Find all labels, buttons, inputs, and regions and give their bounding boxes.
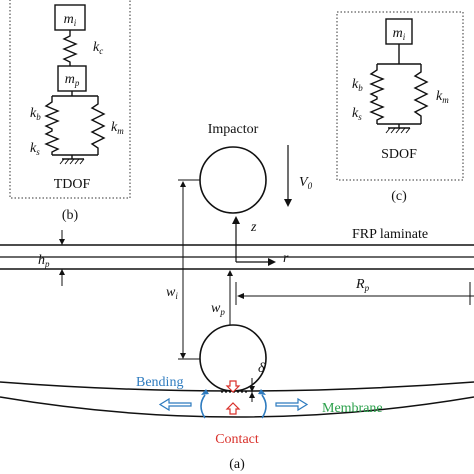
bending-curve-right xyxy=(261,394,267,419)
panel-c-label: (c) xyxy=(391,189,407,204)
velocity-arrowhead xyxy=(284,199,292,207)
hp-arrowhead-top xyxy=(59,239,65,245)
sdof-spring-kb-ks xyxy=(369,64,385,124)
impactor-label: Impactor xyxy=(208,122,259,137)
contact-arrow-down xyxy=(225,380,241,393)
impactor-circle-initial xyxy=(199,146,267,214)
z-axis-arrowhead xyxy=(232,216,240,224)
tdof-mass-i-label: mi xyxy=(64,12,77,28)
sdof-spring-km xyxy=(413,64,429,124)
sdof-ks-label: ks xyxy=(352,106,362,122)
sdof-panel: mi kb ks km SDOF xyxy=(336,11,464,181)
bending-arrowhead-right xyxy=(258,389,266,395)
wi-label: wi xyxy=(166,285,178,301)
tdof-kc-label: kc xyxy=(93,40,103,56)
sdof-ground-hatch xyxy=(385,127,411,134)
membrane-arrow-left xyxy=(158,397,192,412)
tdof-ks-label: ks xyxy=(30,141,40,157)
tdof-title: TDOF xyxy=(54,177,91,192)
sdof-km-label: km xyxy=(436,89,449,105)
panel-b-label: (b) xyxy=(62,208,79,223)
sdof-mass-i xyxy=(385,18,413,45)
tdof-mass-p xyxy=(57,65,87,92)
r-axis-arrowhead xyxy=(268,258,276,266)
bending-curve-left xyxy=(200,394,206,419)
bending-arrowhead-left xyxy=(201,389,209,395)
contact-label: Contact xyxy=(215,432,259,447)
delta-arrowhead-bottom xyxy=(249,392,255,398)
delta-arrowhead-top xyxy=(249,386,255,392)
hp-arrowhead-bottom xyxy=(59,269,65,275)
membrane-arrow-right xyxy=(275,397,309,412)
rp-label: Rp xyxy=(355,277,370,293)
sdof-title: SDOF xyxy=(381,147,417,162)
laminate-label: FRP laminate xyxy=(352,227,428,242)
bending-label: Bending xyxy=(136,375,183,390)
panel-a-label: (a) xyxy=(229,457,245,472)
hp-label: hp xyxy=(38,253,50,269)
z-axis-label: z xyxy=(250,220,257,235)
sdof-frame xyxy=(336,11,464,181)
wi-arrowhead-top xyxy=(180,181,186,187)
tdof-panel: mi kc mp kb ks km TDOF xyxy=(9,0,131,199)
velocity-label: V0 xyxy=(299,175,313,191)
tdof-mass-p-label: mp xyxy=(65,72,80,88)
wp-arrowhead-top xyxy=(227,270,233,276)
wi-arrowhead-bottom xyxy=(180,353,186,359)
rp-arrowhead-left xyxy=(237,293,244,299)
contact-arrow-up xyxy=(225,402,241,415)
tdof-ground-hatch xyxy=(59,158,85,165)
sdof-kb-label: kb xyxy=(352,77,363,93)
tdof-spring-kb-ks xyxy=(44,96,60,155)
tdof-spring-km xyxy=(90,96,106,155)
tdof-spring-kc xyxy=(62,30,78,66)
wp-label: wp xyxy=(211,301,225,317)
tdof-km-label: km xyxy=(111,120,124,136)
r-axis-label: r xyxy=(283,251,289,266)
tdof-kb-label: kb xyxy=(30,106,41,122)
tdof-frame xyxy=(9,0,131,199)
delta-label: δ xyxy=(258,361,265,376)
sdof-mass-i-label: mi xyxy=(393,26,406,42)
deformed-plate-bottom xyxy=(0,396,474,418)
membrane-label: Membrane xyxy=(322,401,383,416)
